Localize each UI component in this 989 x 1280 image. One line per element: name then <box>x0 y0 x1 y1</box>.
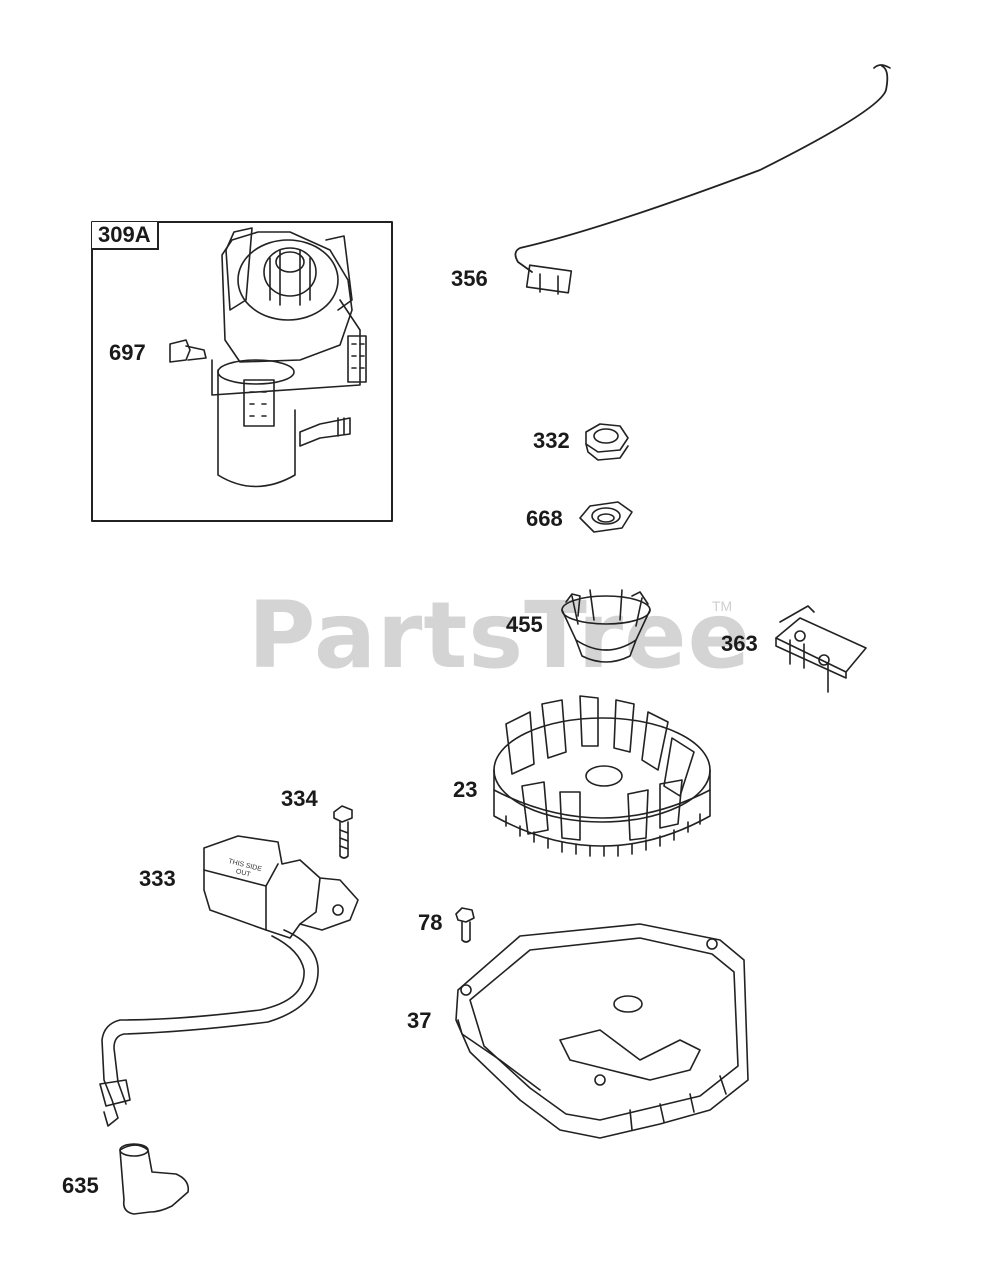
ignition-coil-333-drawing <box>99 835 359 1127</box>
assembly-box-label: 309A <box>92 222 159 250</box>
bracket-363-drawing <box>775 605 867 693</box>
flywheel-23-drawing <box>493 695 711 857</box>
callout-78: 78 <box>418 910 443 935</box>
callout-363: 363 <box>721 631 758 656</box>
callout-332: 332 <box>533 428 570 453</box>
bolt-334-drawing <box>333 805 353 859</box>
washer-668-drawing <box>579 501 633 533</box>
callout-334: 334 <box>281 786 318 811</box>
nut-332-drawing <box>585 423 629 461</box>
boot-635-drawing <box>119 1143 190 1215</box>
callout-23: 23 <box>453 777 478 802</box>
starter-motor-drawing <box>211 227 367 488</box>
callout-356: 356 <box>451 266 488 291</box>
blower-housing-37-drawing <box>455 923 749 1139</box>
watermark-trademark: TM <box>712 598 733 614</box>
watermark-text: PartsTree <box>248 582 751 689</box>
bolt-78-drawing <box>455 907 475 943</box>
callout-37: 37 <box>407 1008 432 1033</box>
callout-455: 455 <box>506 612 543 637</box>
starter-assembly-box <box>91 221 393 522</box>
cup-455-drawing <box>561 589 651 663</box>
wire-356-drawing <box>514 64 891 295</box>
callout-333: 333 <box>139 866 176 891</box>
callout-668: 668 <box>526 506 563 531</box>
callout-635: 635 <box>62 1173 99 1198</box>
bolt-697-drawing <box>169 339 207 363</box>
callout-697: 697 <box>109 340 146 365</box>
